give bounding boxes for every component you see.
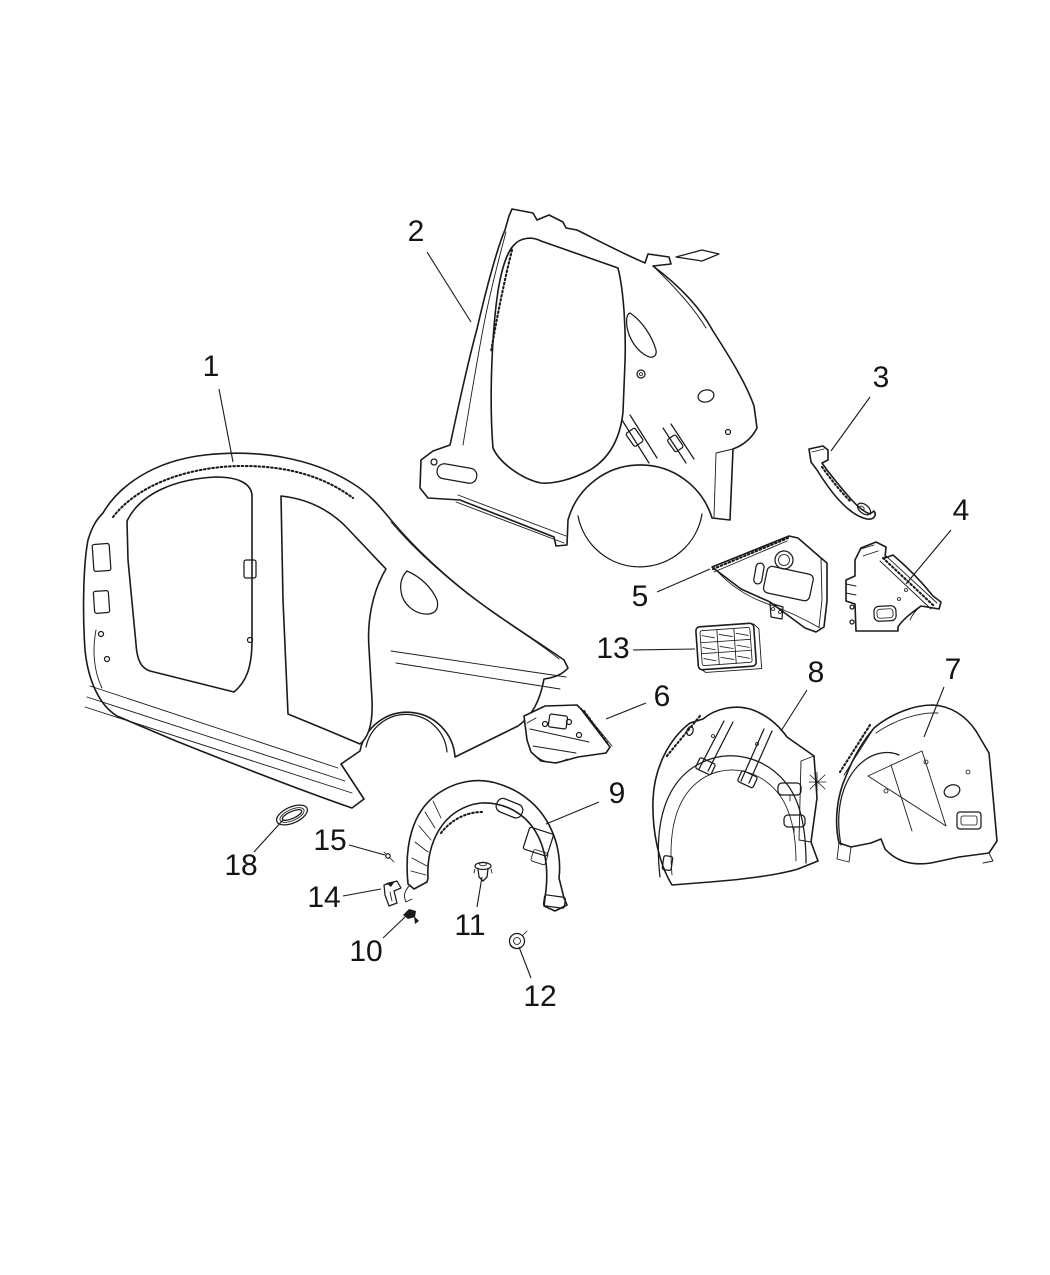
callout-8-label: 8 — [807, 656, 825, 689]
callout-14-label: 14 — [307, 881, 341, 914]
callout-11-label: 11 — [454, 909, 486, 942]
callout-4-label: 4 — [952, 494, 970, 527]
callout-18-label: 18 — [224, 849, 258, 882]
leader-line-4 — [905, 529, 952, 585]
part-5-quarter-trim-panel-drawing — [711, 535, 828, 633]
leader-line-10 — [382, 916, 406, 939]
leader-line-6 — [605, 702, 647, 720]
callout-5-label: 5 — [631, 580, 649, 613]
part-7-quarter-inner-panel-drawing — [835, 704, 998, 865]
leader-line-5 — [656, 568, 711, 593]
part-18-grommet-drawing — [275, 804, 309, 826]
part-2-aperture-inner-panel-drawing — [419, 208, 758, 568]
leader-line-1 — [218, 388, 234, 463]
part-3-rail-extension-drawing — [808, 445, 876, 520]
leader-line-13 — [632, 648, 696, 651]
leader-line-9 — [545, 801, 600, 825]
callout-7-label: 7 — [944, 653, 962, 686]
leader-line-2 — [426, 251, 472, 323]
part-11-retainer-clip-drawing — [473, 861, 493, 882]
part-10-push-pin-drawing — [403, 909, 419, 924]
part-6-wheelhouse-extension-drawing — [523, 704, 613, 764]
part-9-wheelhouse-liner-drawing — [404, 779, 568, 912]
part-4-quarter-reinforcement-drawing — [845, 541, 942, 632]
callout-15-label: 15 — [313, 824, 347, 857]
callout-9-label: 9 — [608, 777, 626, 810]
part-13-air-vent-grille-drawing — [695, 622, 763, 673]
callout-1-label: 1 — [202, 350, 220, 383]
callout-12-label: 12 — [523, 980, 557, 1013]
leader-line-11 — [476, 876, 483, 908]
callout-6-label: 6 — [653, 680, 671, 713]
leader-line-14 — [342, 888, 382, 897]
part-8-quarter-inner-panel-drawing — [652, 706, 827, 886]
part-12-nut-drawing — [508, 930, 528, 950]
leader-line-18 — [253, 819, 284, 853]
callout-10-label: 10 — [349, 935, 383, 968]
part-15-screw-drawing — [383, 851, 395, 863]
leader-line-7 — [923, 686, 945, 738]
leader-line-3 — [830, 396, 871, 452]
callout-13-label: 13 — [596, 632, 630, 665]
part-14-bracket-drawing — [383, 880, 402, 907]
leader-line-12 — [518, 946, 532, 979]
callout-3-label: 3 — [872, 361, 890, 394]
leader-line-8 — [780, 689, 808, 732]
leader-line-15 — [348, 844, 386, 856]
callout-2-label: 2 — [407, 215, 425, 248]
